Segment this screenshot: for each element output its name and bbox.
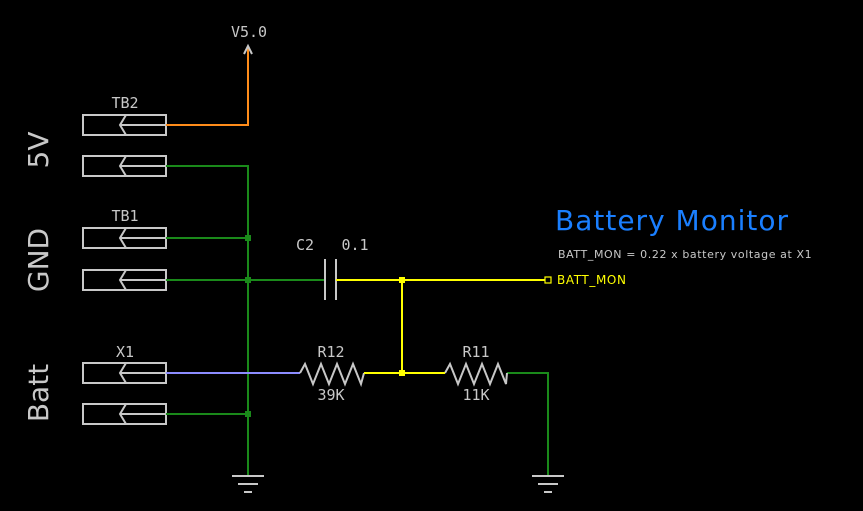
- connector-pin[interactable]: [82, 227, 167, 249]
- connector-label-tb1: TB1: [111, 207, 138, 225]
- connector-pin[interactable]: [82, 114, 167, 136]
- connector-pin[interactable]: [82, 362, 167, 384]
- connector-label-x1: X1: [116, 343, 134, 361]
- net-gnd[interactable]: [166, 165, 549, 476]
- component-ref-r12: R12: [317, 343, 344, 361]
- wire-gnd-bus[interactable]: [166, 165, 249, 476]
- ground-icon: [232, 475, 264, 493]
- junction-dot: [245, 277, 251, 283]
- side-label-5v: 5V: [22, 132, 55, 169]
- connector-label-tb2: TB2: [111, 94, 138, 112]
- connector-x1[interactable]: [82, 362, 167, 425]
- junction-dot: [245, 411, 251, 417]
- wire-gnd-r11[interactable]: [507, 372, 549, 476]
- side-label-gnd: GND: [22, 228, 55, 292]
- net-batt-mon[interactable]: [336, 277, 545, 376]
- connector-pin[interactable]: [82, 269, 167, 291]
- component-value-r12: 39K: [317, 386, 344, 404]
- connector-tb1[interactable]: [82, 227, 167, 291]
- schematic-title: Battery Monitor: [555, 204, 789, 237]
- resistor-r12[interactable]: [299, 361, 365, 388]
- junction-dot: [245, 235, 251, 241]
- port-icon[interactable]: [544, 276, 552, 284]
- junction-dot: [399, 370, 405, 376]
- connector-tb2[interactable]: [82, 114, 167, 177]
- power-arrow-icon: [243, 43, 253, 55]
- port-label-batt-mon: BATT_MON: [557, 273, 627, 287]
- side-label-batt: Batt: [22, 364, 55, 422]
- component-value-r11: 11K: [462, 386, 489, 404]
- wire-v5[interactable]: [166, 47, 249, 126]
- capacitor-c2[interactable]: [324, 259, 337, 300]
- component-value-c2: 0.1: [341, 236, 368, 254]
- component-ref-c2: C2: [296, 236, 314, 254]
- power-label-v5: V5.0: [231, 23, 267, 41]
- connector-pin[interactable]: [82, 403, 167, 425]
- schematic-note: BATT_MON = 0.22 x battery voltage at X1: [558, 248, 812, 261]
- connector-pin[interactable]: [82, 155, 167, 177]
- ground-icon: [532, 475, 564, 493]
- resistor-r11[interactable]: [444, 361, 508, 387]
- component-ref-r11: R11: [462, 343, 489, 361]
- junction-dot: [399, 277, 405, 283]
